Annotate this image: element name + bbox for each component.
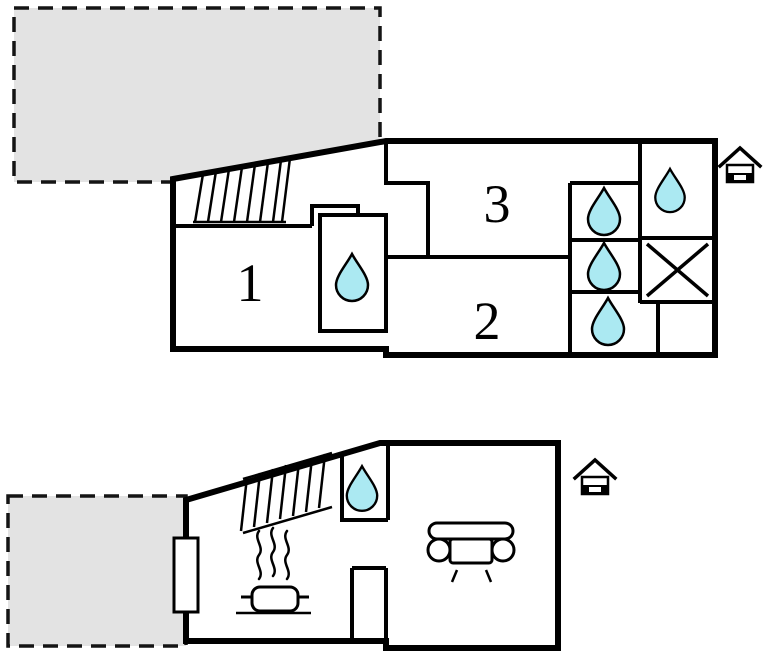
- staircase-icon: [193, 157, 292, 224]
- lower-floor-plan: [6, 440, 617, 651]
- house-icon: [573, 458, 617, 496]
- upper-floor-inner-walls: [173, 141, 715, 355]
- room-1-label: 1: [237, 253, 264, 313]
- staircase-icon: [239, 451, 333, 535]
- lower-floor-inner-walls: [340, 443, 390, 648]
- upper-floor-plan: 1 3 2: [12, 6, 762, 358]
- x-mark-icon: [645, 242, 710, 298]
- room-2-label: 2: [474, 291, 501, 351]
- steam-icon: [256, 526, 290, 581]
- terrace-dashed-area: [6, 494, 188, 648]
- house-icon: [718, 146, 762, 184]
- upper-floor-outline: [170, 138, 718, 358]
- sofa-icon: [426, 521, 516, 583]
- room-3-label: 3: [484, 174, 511, 234]
- cooking-pot-icon: [236, 585, 311, 615]
- door-opening: [172, 536, 200, 614]
